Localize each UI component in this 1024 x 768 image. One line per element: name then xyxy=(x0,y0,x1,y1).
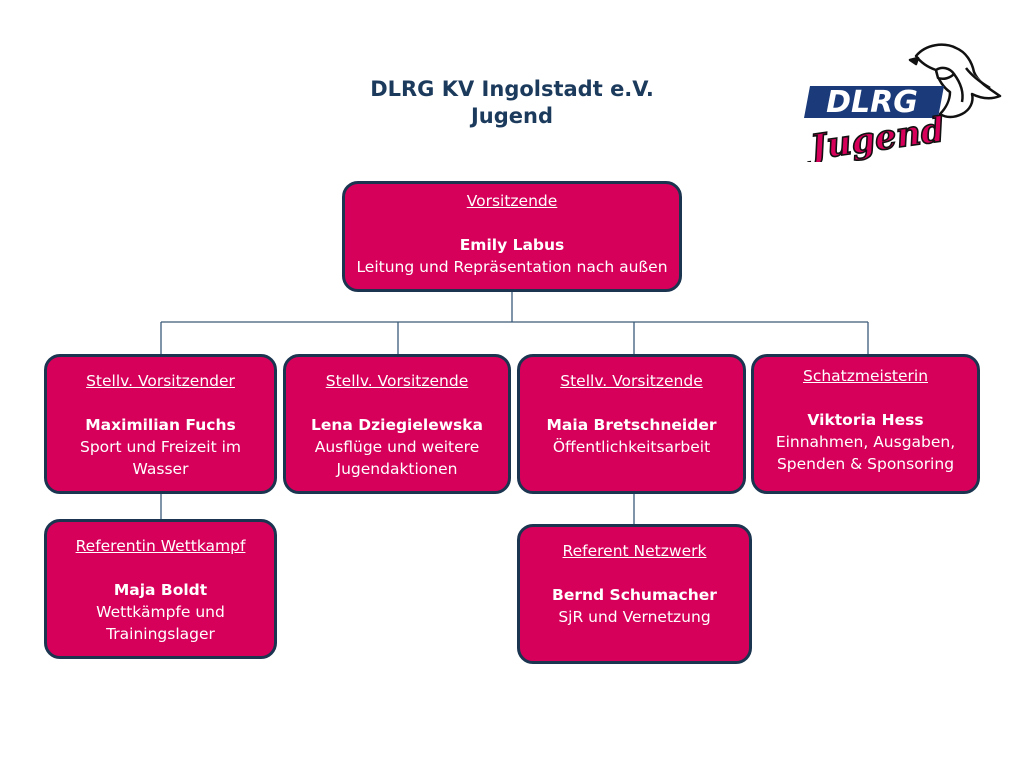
deputy-role: Schatzmeisterin xyxy=(802,367,929,385)
deputy-role: Stellv. Vorsitzende xyxy=(325,372,469,390)
chair-box: Vorsitzende Emily Labus Leitung und Repr… xyxy=(342,181,682,292)
deputy-desc-line-2: Spenden & Sponsoring xyxy=(776,455,955,473)
referent-box-1: Referentin Wettkampf Maja Boldt Wettkämp… xyxy=(44,519,277,659)
deputy-name: Maia Bretschneider xyxy=(546,416,717,434)
deputy-desc-line-1: Einnahmen, Ausgaben, xyxy=(775,433,956,451)
deputy-desc-line-1: Öffentlichkeitsarbeit xyxy=(552,438,711,456)
deputy-desc-line-1: Sport und Freizeit im xyxy=(79,438,241,456)
eagle-icon xyxy=(908,43,1002,119)
deputy-desc-line-2: Wasser xyxy=(132,460,189,478)
chart-title: DLRG KV Ingolstadt e.V. Jugend xyxy=(300,76,724,130)
dlrg-jugend-logo: DLRG Jugend xyxy=(804,43,1002,162)
deputy-role: Stellv. Vorsitzende xyxy=(560,372,703,390)
logo-dlrg-text: DLRG xyxy=(826,85,918,120)
treasurer-box: Schatzmeisterin Viktoria Hess Einnahmen,… xyxy=(751,354,980,494)
title-line-1: DLRG KV Ingolstadt e.V. xyxy=(370,77,654,101)
referent-desc-line-1: Wettkämpfe und xyxy=(96,603,225,621)
deputy-desc-line-2: Jugendaktionen xyxy=(336,460,458,478)
referent-desc-line-2: Trainingslager xyxy=(106,625,215,643)
deputy-box-2: Stellv. Vorsitzende Lena Dziegielewska A… xyxy=(283,354,511,494)
chair-role: Vorsitzende xyxy=(466,192,558,210)
referent-role: Referentin Wettkampf xyxy=(75,537,246,555)
referent-name: Maja Boldt xyxy=(113,581,208,599)
deputy-name: Maximilian Fuchs xyxy=(85,416,236,434)
deputy-desc-line-1: Ausflüge und weitere xyxy=(314,438,480,456)
deputy-name: Viktoria Hess xyxy=(807,411,924,429)
deputy-name: Lena Dziegielewska xyxy=(310,416,484,434)
referent-name: Bernd Schumacher xyxy=(552,586,717,604)
title-line-2: Jugend xyxy=(470,104,554,128)
dlrg-block xyxy=(804,86,944,118)
deputy-box-1: Stellv. Vorsitzender Maximilian Fuchs Sp… xyxy=(44,354,277,494)
deputy-role: Stellv. Vorsitzender xyxy=(86,372,235,390)
referent-desc-line-1: SjR und Vernetzung xyxy=(558,608,711,626)
chair-name: Emily Labus xyxy=(459,236,565,254)
deputy-box-3: Stellv. Vorsitzende Maia Bretschneider Ö… xyxy=(517,354,746,494)
chair-desc: Leitung und Repräsentation nach außen xyxy=(356,258,668,276)
referent-role: Referent Netzwerk xyxy=(562,542,707,560)
referent-box-2: Referent Netzwerk Bernd Schumacher SjR u… xyxy=(517,524,752,664)
